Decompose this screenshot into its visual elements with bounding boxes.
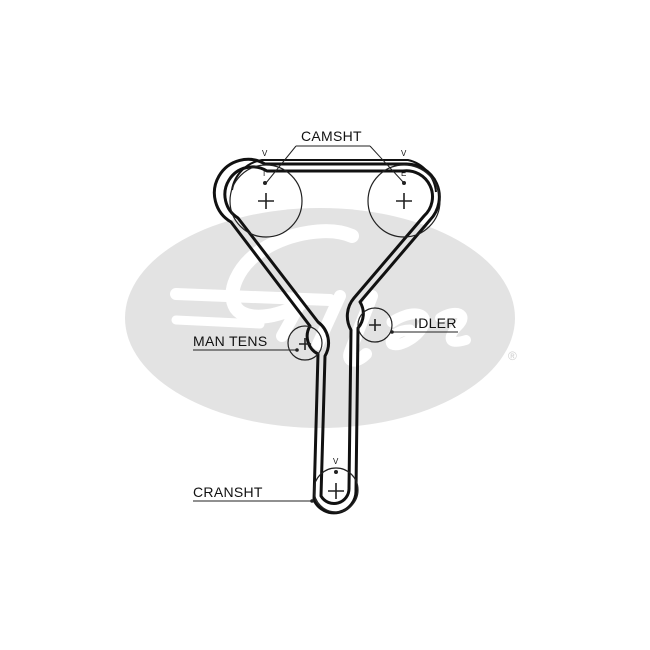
idler-pulley — [357, 307, 393, 343]
registered-mark: ® — [508, 349, 517, 363]
camshaft-leader — [265, 145, 405, 184]
timing-mark-i: I — [263, 169, 265, 178]
left-camshaft-pulley: V I — [229, 149, 303, 238]
pulley-circle — [313, 467, 359, 513]
plus-icon — [369, 319, 381, 331]
leader-lines — [193, 145, 458, 502]
belt-inner-edge — [223, 165, 434, 506]
plus-icon — [396, 193, 412, 209]
plus-icon — [258, 193, 274, 209]
pulley-circle — [287, 325, 323, 361]
leader-end-dots — [295, 330, 394, 503]
pulley-circle — [357, 307, 393, 343]
crankshaft-pulley: V — [313, 457, 359, 513]
idler-label: IDLER — [414, 315, 457, 331]
gates-watermark: ® — [125, 208, 517, 428]
camshaft-label: CAMSHT — [301, 128, 362, 144]
plus-icon — [299, 338, 311, 350]
timing-mark-v: V — [333, 457, 339, 466]
timing-mark-e: E — [401, 169, 406, 178]
pulley-circle — [367, 164, 441, 238]
crankshaft-label: CRANSHT — [193, 484, 263, 500]
belt-outer-edge — [212, 157, 441, 515]
timing-dot — [334, 470, 338, 474]
pulley-circle — [229, 164, 303, 238]
plus-icon — [328, 483, 344, 499]
manual-tensioner-label: MAN TENS — [193, 333, 268, 349]
watermark-ellipse — [125, 208, 515, 428]
manual-tensioner-pulley — [287, 325, 323, 361]
timing-mark-v: V — [401, 149, 407, 158]
timing-dot — [263, 181, 267, 185]
timing-mark-v: V — [262, 149, 268, 158]
